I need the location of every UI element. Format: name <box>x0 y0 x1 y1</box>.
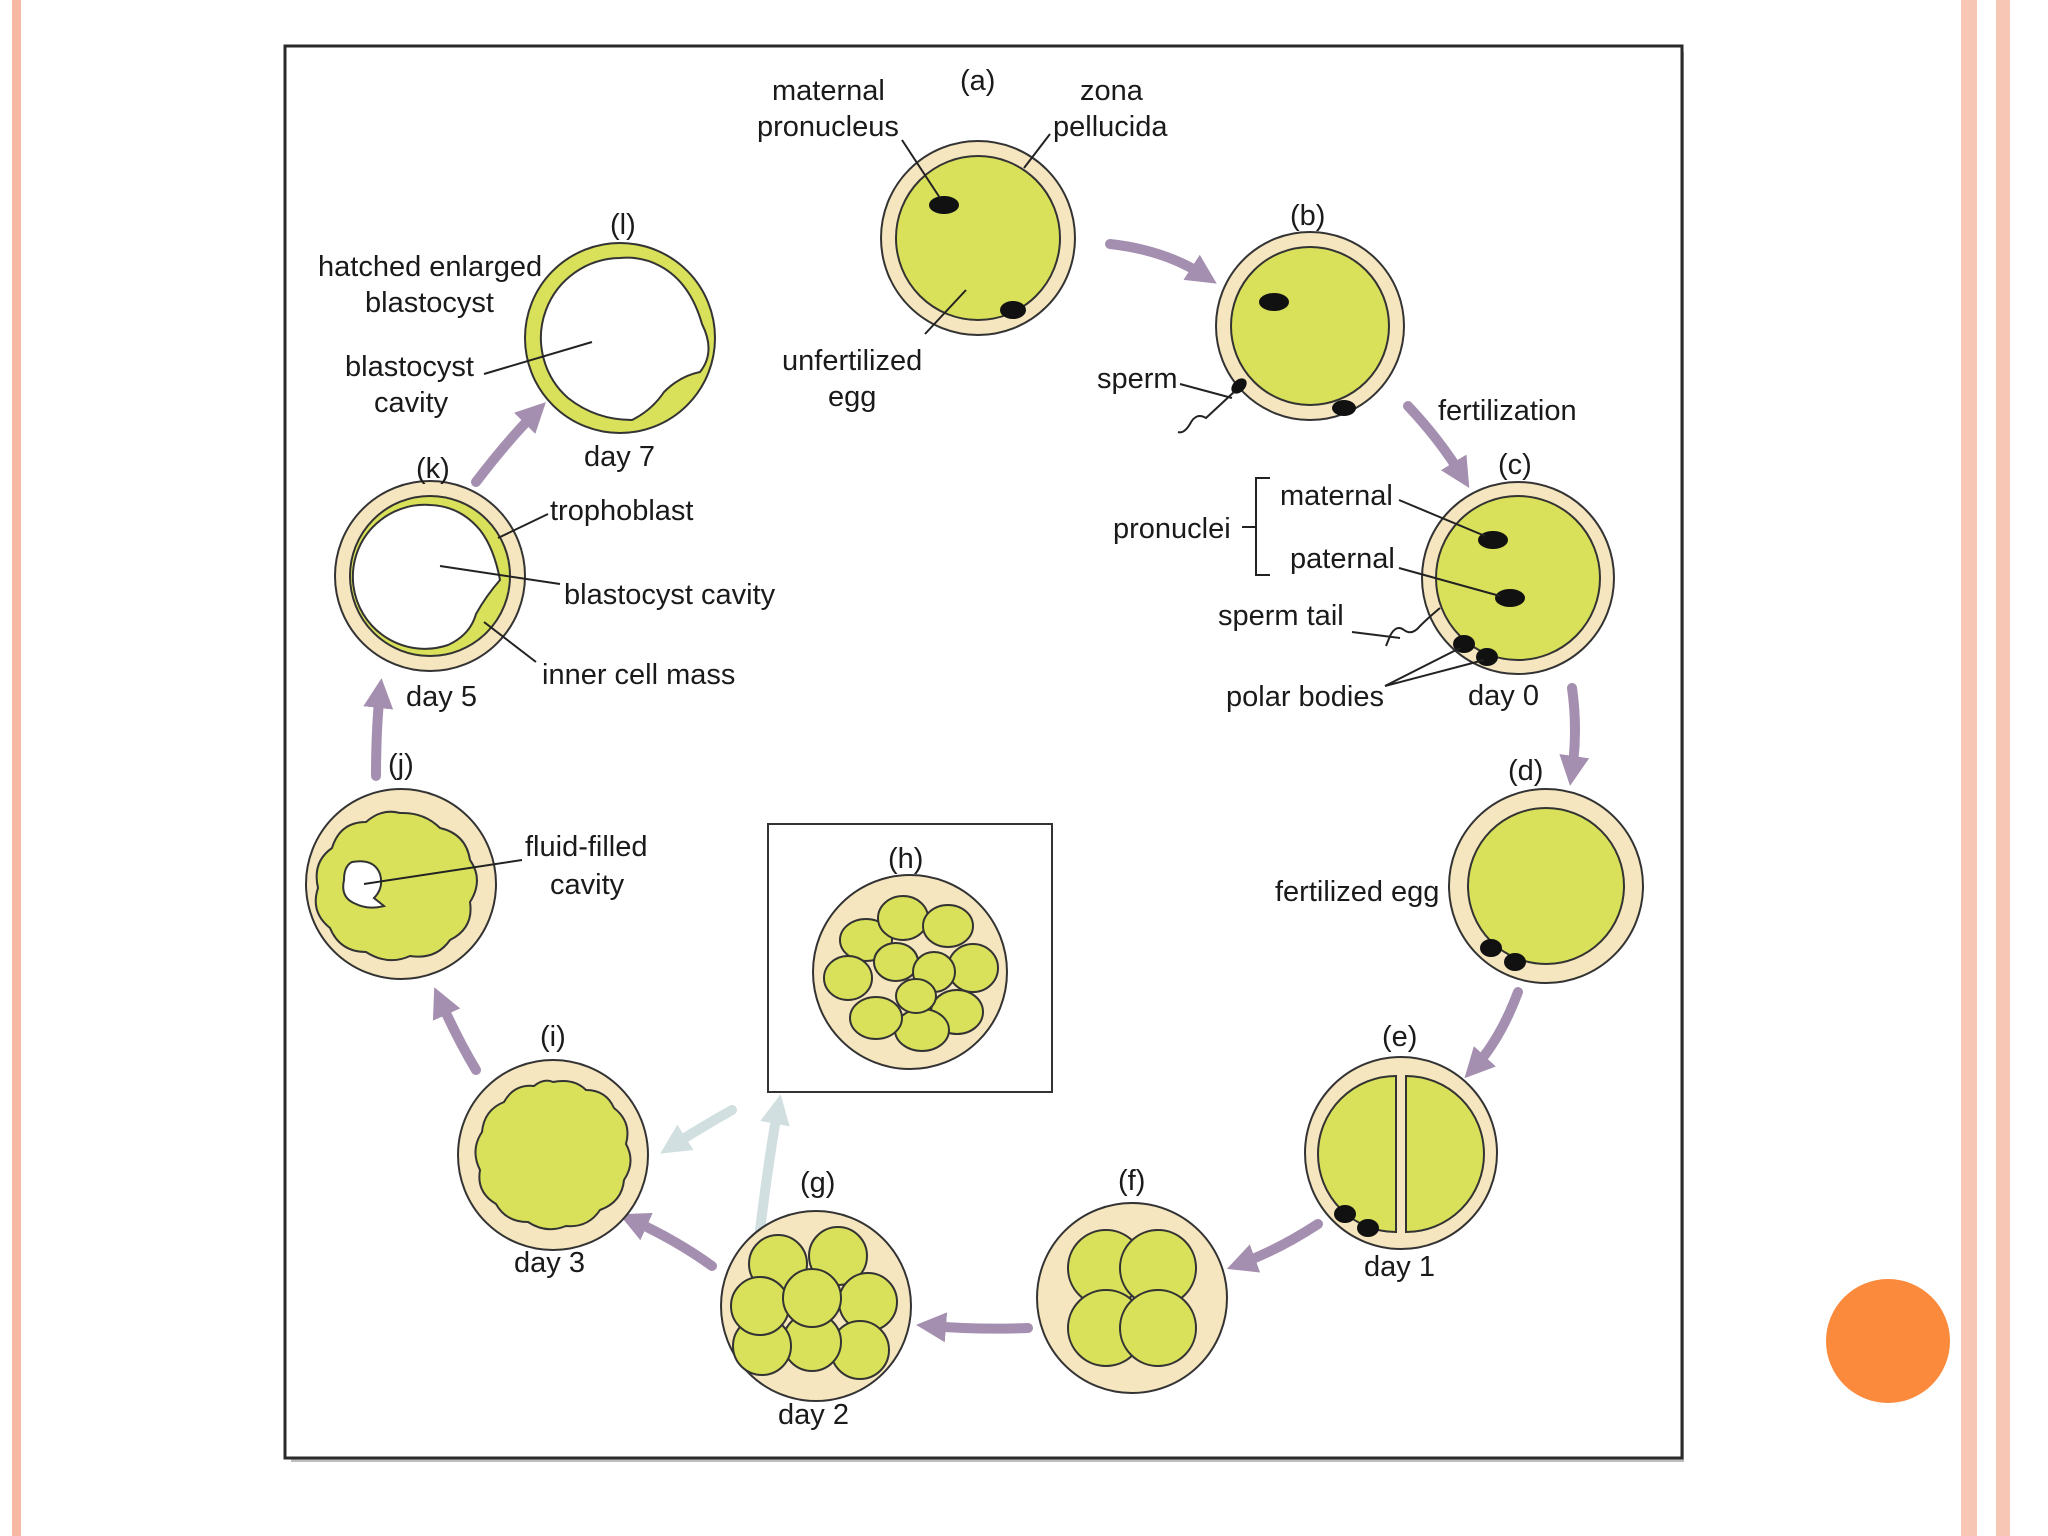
arrow-g-to-i <box>619 1212 717 1271</box>
label-sperm-tail: sperm tail <box>1218 600 1344 632</box>
label-trophoblast: trophoblast <box>550 495 694 527</box>
arrow-f-to-g <box>916 1312 1033 1343</box>
stage-a-unfertilized-egg <box>880 133 1076 336</box>
label-fertilized-egg: fertilized egg <box>1275 876 1439 908</box>
stage-label-a: (a) <box>960 65 995 97</box>
arrow-e-to-f <box>1226 1219 1323 1273</box>
polar-body <box>1000 301 1026 319</box>
stage-l-hatched-blastocyst <box>483 242 716 434</box>
sperm-tail <box>1177 391 1235 434</box>
label-fluid-filled-cavity-line2: cavity <box>550 869 625 901</box>
arrow-j-to-k <box>363 678 394 781</box>
label-maternal: maternal <box>1280 480 1393 512</box>
label-inner-cell-mass: inner cell mass <box>542 659 735 691</box>
label-sperm: sperm <box>1097 363 1178 395</box>
stage-label-f: (f) <box>1118 1165 1145 1197</box>
arrow-h-to-i-faded <box>660 1105 737 1154</box>
label-fluid-filled-cavity-line1: fluid-filled <box>525 831 648 863</box>
stage-h-morula-inset <box>767 823 1053 1093</box>
stage-f-four-cell <box>1036 1202 1228 1394</box>
day-labels: day 0 day 1 day 2 day 3 day 5 day 7 <box>406 441 1539 1431</box>
stage-k-blastocyst <box>334 480 561 672</box>
day-label-2: day 2 <box>778 1399 849 1431</box>
stage-label-h: (h) <box>888 843 923 875</box>
maternal-pronucleus <box>929 196 959 214</box>
slide-left-accent-bar <box>12 0 21 1536</box>
label-maternal-pronucleus-line2: pronucleus <box>757 111 899 143</box>
paternal-pronucleus <box>1495 589 1525 607</box>
stage-label-b: (b) <box>1290 200 1325 232</box>
slide-right-accent-bar <box>1961 0 1977 1536</box>
blastocyst-cavity <box>539 256 710 422</box>
stage-letters: (a) (b) (c) (d) (e) (f) (g) (h) (i) (j) … <box>388 65 1543 1199</box>
blastocyst-cavity <box>351 503 502 650</box>
slide-orange-dot <box>1826 1279 1950 1403</box>
maternal-pronucleus <box>1478 531 1508 549</box>
stage-b-sperm-entry <box>1177 231 1405 434</box>
stage-d-fertilized-egg <box>1448 788 1644 984</box>
label-blastocyst-cavity-l-line1: blastocyst <box>345 351 474 383</box>
label-hatched-blastocyst-line2: blastocyst <box>365 287 494 319</box>
stage-label-e: (e) <box>1382 1021 1417 1053</box>
process-arrows <box>363 239 1590 1343</box>
label-polar-bodies: polar bodies <box>1226 681 1384 713</box>
day-label-5: day 5 <box>406 681 477 713</box>
label-pronuclei: pronuclei <box>1113 513 1231 545</box>
stage-label-d: (d) <box>1508 755 1543 787</box>
stage-label-i: (i) <box>540 1021 566 1053</box>
label-zona-pellucida-line1: zona <box>1080 75 1144 107</box>
label-blastocyst-cavity-l-line2: cavity <box>374 387 449 419</box>
sperm-tail <box>1385 607 1441 647</box>
day-label-0: day 0 <box>1468 680 1539 712</box>
stage-g-eight-cell <box>720 1210 912 1402</box>
arrow-b-to-c <box>1403 401 1470 488</box>
structure-labels: maternal pronucleus zona pellucida unfer… <box>318 75 1577 908</box>
stage-label-j: (j) <box>388 749 414 781</box>
stage-label-k: (k) <box>416 453 450 485</box>
arrow-c-to-d <box>1559 683 1590 786</box>
stage-label-l: (l) <box>610 209 636 241</box>
slide-right-accent-bar-outer <box>1996 0 2010 1536</box>
stage-e-two-cell <box>1304 1056 1498 1250</box>
day-label-3: day 3 <box>514 1247 585 1279</box>
label-zona-pellucida-line2: pellucida <box>1053 111 1168 143</box>
sperm-head <box>1231 378 1247 394</box>
arrow-i-to-j <box>432 987 481 1075</box>
fluid-filled-cavity <box>342 860 387 909</box>
stage-j-fluid-filled-cavity <box>305 788 523 980</box>
label-paternal: paternal <box>1290 543 1395 575</box>
stage-label-c: (c) <box>1498 449 1532 481</box>
stage-i-compacted-morula <box>457 1059 649 1251</box>
arrow-d-to-e <box>1464 987 1523 1079</box>
label-hatched-blastocyst-line1: hatched enlarged <box>318 251 542 283</box>
arrow-g-to-h-faded <box>755 1094 790 1235</box>
label-maternal-pronucleus-line1: maternal <box>772 75 885 107</box>
label-unfertilized-egg-line1: unfertilized <box>782 345 922 377</box>
stage-c-pronuclei <box>1242 477 1615 687</box>
arrow-a-to-b <box>1105 239 1217 284</box>
stage-label-g: (g) <box>800 1167 835 1199</box>
arrow-k-to-l <box>471 402 546 487</box>
label-fertilization: fertilization <box>1438 395 1577 427</box>
pronuclei-bracket <box>1242 477 1270 576</box>
day-label-1: day 1 <box>1364 1251 1435 1283</box>
label-blastocyst-cavity: blastocyst cavity <box>564 579 776 611</box>
day-label-7: day 7 <box>584 441 655 473</box>
label-unfertilized-egg-line2: egg <box>828 381 876 413</box>
